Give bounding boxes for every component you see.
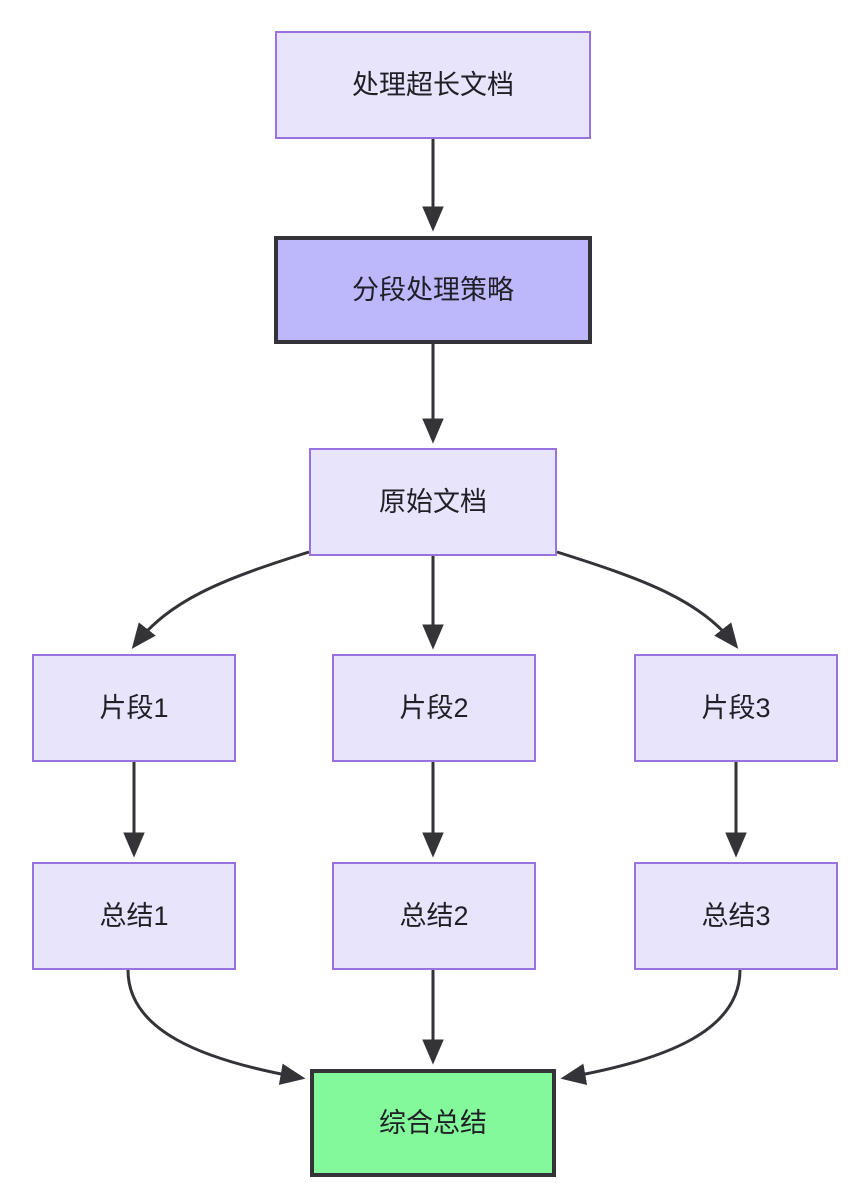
- node-sum3[interactable]: 总结3: [634, 862, 838, 970]
- node-strategy[interactable]: 分段处理策略: [274, 236, 592, 344]
- edge-source-to-frag1: [131, 550, 310, 649]
- node-doc-label: 处理超长文档: [352, 69, 514, 100]
- node-sum1[interactable]: 总结1: [32, 862, 236, 970]
- node-sum2-label: 总结2: [399, 900, 469, 931]
- node-sum3-label: 总结3: [701, 900, 771, 931]
- node-frag3-label: 片段3: [701, 692, 771, 723]
- node-frag1-label: 片段1: [99, 692, 169, 723]
- node-source[interactable]: 原始文档: [309, 448, 557, 556]
- node-final-label: 综合总结: [379, 1107, 487, 1138]
- edge-source-to-frag3: [556, 550, 739, 649]
- edge-sum3-to-final: [560, 969, 742, 1085]
- node-source-label: 原始文档: [379, 486, 487, 517]
- node-frag3[interactable]: 片段3: [634, 654, 838, 762]
- node-frag2[interactable]: 片段2: [332, 654, 536, 762]
- node-sum1-label: 总结1: [99, 900, 169, 931]
- edge-sum1-to-final: [126, 969, 306, 1085]
- node-frag1[interactable]: 片段1: [32, 654, 236, 762]
- node-final[interactable]: 综合总结: [310, 1069, 556, 1177]
- node-frag2-label: 片段2: [399, 692, 469, 723]
- node-strategy-label: 分段处理策略: [352, 274, 514, 305]
- node-doc[interactable]: 处理超长文档: [275, 31, 591, 139]
- node-sum2[interactable]: 总结2: [332, 862, 536, 970]
